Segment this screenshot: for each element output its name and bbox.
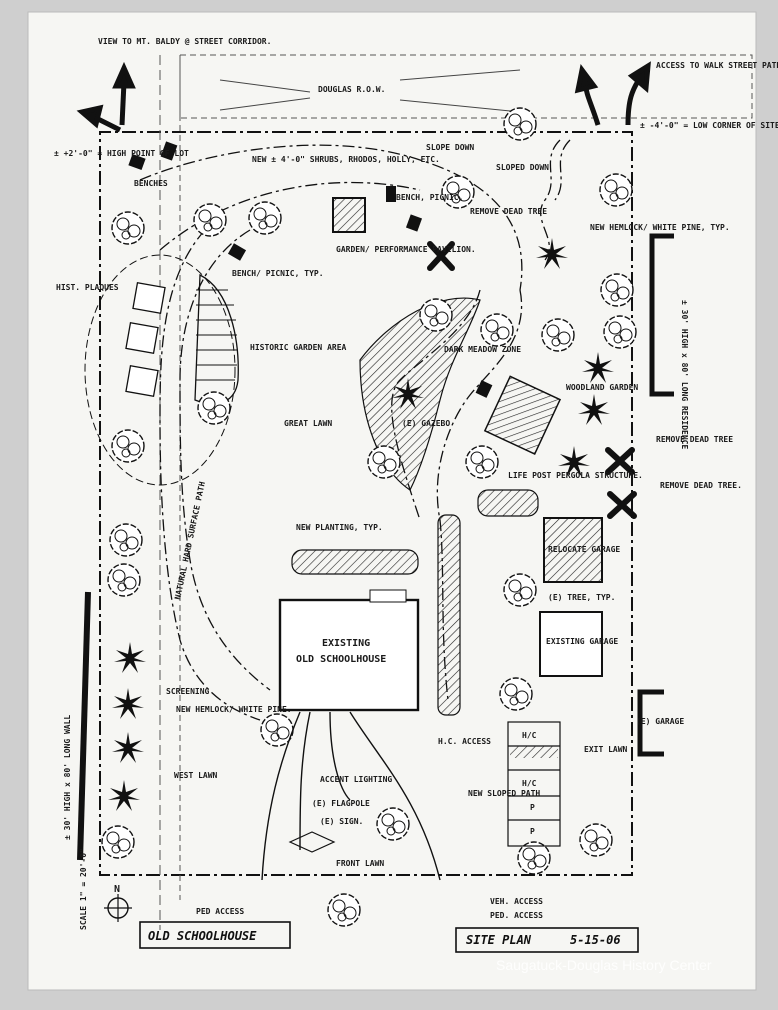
label-garden-pavilion: GARDEN/ PERFORMANCE PAVILION. [336, 245, 476, 254]
label-flagpole: (E) FLAGPOLE [312, 799, 370, 808]
label-veh-access: VEH. ACCESS [490, 897, 543, 906]
front-paths [261, 711, 441, 881]
label-bench-picnic-typ: BENCH/ PICNIC, TYP. [232, 269, 324, 278]
title-box-right [455, 927, 639, 953]
label-remove-tree2: REMOVE DEAD TREE [656, 435, 733, 444]
label-meadow: DARK MEADOW ZONE [444, 345, 521, 354]
label-gazebo: (E) GAZEBO [402, 419, 450, 428]
sign-diamond [288, 831, 336, 853]
label-p-2: P [530, 827, 535, 836]
hc-hatch [510, 746, 558, 758]
label-new-hemlock: NEW HEMLOCK/ WHITE PINE, TYP. [590, 223, 730, 232]
row-boundary [179, 54, 753, 119]
garden-pavilion [332, 197, 366, 233]
label-benches: BENCHES [134, 179, 168, 188]
label-ped-access: PED ACCESS [196, 907, 244, 916]
label-schoolhouse-2: OLD SCHOOLHOUSE [296, 654, 386, 665]
label-front-lawn: FRONT LAWN [336, 859, 384, 868]
title-box-left [139, 921, 291, 949]
label-pergola: LIFE POST PERGOLA STRUCTURE. [508, 471, 643, 480]
label-row: DOUGLAS R.O.W. [318, 85, 385, 94]
garden-bed-rows [196, 289, 237, 381]
label-shrubs: NEW ± 4'-0" SHRUBS, RHODOS, HOLLY, ETC. [252, 155, 440, 164]
label-hc-1: H/C [522, 731, 537, 740]
label-historic-garden: HISTORIC GARDEN AREA [250, 343, 347, 352]
label-north: N [114, 884, 120, 895]
property-line [99, 131, 633, 876]
schoolhouse-steps [369, 589, 407, 603]
label-new-planting: NEW PLANTING, TYP. [296, 523, 383, 532]
label-accent-lighting: ACCENT LIGHTING [320, 775, 392, 784]
existing-garage [539, 611, 603, 677]
label-hc-access: H.C. ACCESS [438, 737, 491, 746]
benches [128, 141, 493, 398]
title-left: OLD SCHOOLHOUSE [148, 929, 257, 943]
label-sign: (E) SIGN. [320, 817, 363, 826]
row-arrow-1 [219, 79, 311, 93]
label-access-walk: ACCESS TO WALK STREET PATH [656, 61, 778, 70]
label-high-point: ± +2'-0" = HIGH POINT OF LOT [54, 149, 189, 158]
annotations: VIEW TO MT. BALDY @ STREET CORRIDOR. DOU… [54, 37, 778, 947]
label-e-garage: (E) GARAGE [636, 717, 684, 726]
row-arrow-2 [399, 69, 521, 81]
label-screening: SCREENING [166, 687, 210, 696]
label-hist-plaques: HIST. PLAQUES [56, 283, 119, 292]
west-wall [77, 591, 91, 861]
label-great-lawn: GREAT LAWN [284, 419, 332, 428]
row-arrow-4 [399, 99, 521, 113]
label-scale: SCALE 1" = 20'-0" [79, 848, 88, 930]
remove-tree-marks [427, 241, 637, 519]
label-woodland: WOODLAND GARDEN [566, 383, 638, 392]
e-garage-bracket [637, 689, 664, 757]
label-view: VIEW TO MT. BALDY @ STREET CORRIDOR. [98, 37, 271, 46]
label-hc-2: H/C [522, 779, 537, 788]
label-schoolhouse-1: EXISTING [322, 638, 370, 649]
label-low-corner: ± -4'-0" = LOW CORNER OF SITE. [640, 121, 778, 130]
label-p-1: P [530, 803, 535, 812]
pergola-structure [483, 375, 562, 456]
north-planting-strip [477, 489, 539, 517]
label-ped-access2: PED. ACCESS [490, 911, 543, 920]
label-e-tree: (E) TREE, TYP. [548, 593, 615, 602]
access-arrows [574, 61, 651, 126]
label-slope1: SLOPE DOWN [426, 143, 474, 152]
label-residence: ± 30' HIGH x 80' LONG RESIDENCE [680, 300, 689, 449]
title-right: SITE PLAN [466, 933, 532, 947]
label-slope2: SLOPED DOWN [496, 163, 549, 172]
label-remove-tree3: REMOVE DEAD TREE. [660, 481, 742, 490]
label-wall: ± 30' HIGH x 80' LONG WALL [63, 715, 72, 840]
historic-garden-area [84, 254, 236, 486]
north-arrow-icon [104, 894, 132, 922]
view-arrows [76, 61, 136, 133]
label-exit-lawn: EXIT LAWN [584, 745, 628, 754]
historic-plaques [125, 282, 166, 397]
watermark: Saugatuck-Douglas History Center [496, 957, 712, 973]
schoolhouse-planting [291, 549, 419, 575]
label-new-sloped-path: NEW SLOPED PATH [468, 789, 540, 798]
title-date: 5-15-06 [570, 933, 621, 947]
label-relocate-garage: RELOCATE GARAGE [548, 545, 620, 554]
label-remove-tree1: REMOVE DEAD TREE [470, 207, 547, 216]
label-existing-garage: EXISTING GARAGE [546, 637, 618, 646]
row-arrow-3 [219, 97, 311, 111]
relocate-garage [543, 517, 603, 583]
label-new-hemlock2: NEW HEMLOCK/ WHITE PINE. [176, 705, 292, 714]
label-bench-picnic: BENCH, PICNIC. [396, 193, 463, 202]
label-west-lawn: WEST LAWN [174, 771, 218, 780]
residence-bracket [649, 233, 674, 397]
old-schoolhouse [278, 598, 420, 712]
east-planting-strip [437, 514, 461, 716]
